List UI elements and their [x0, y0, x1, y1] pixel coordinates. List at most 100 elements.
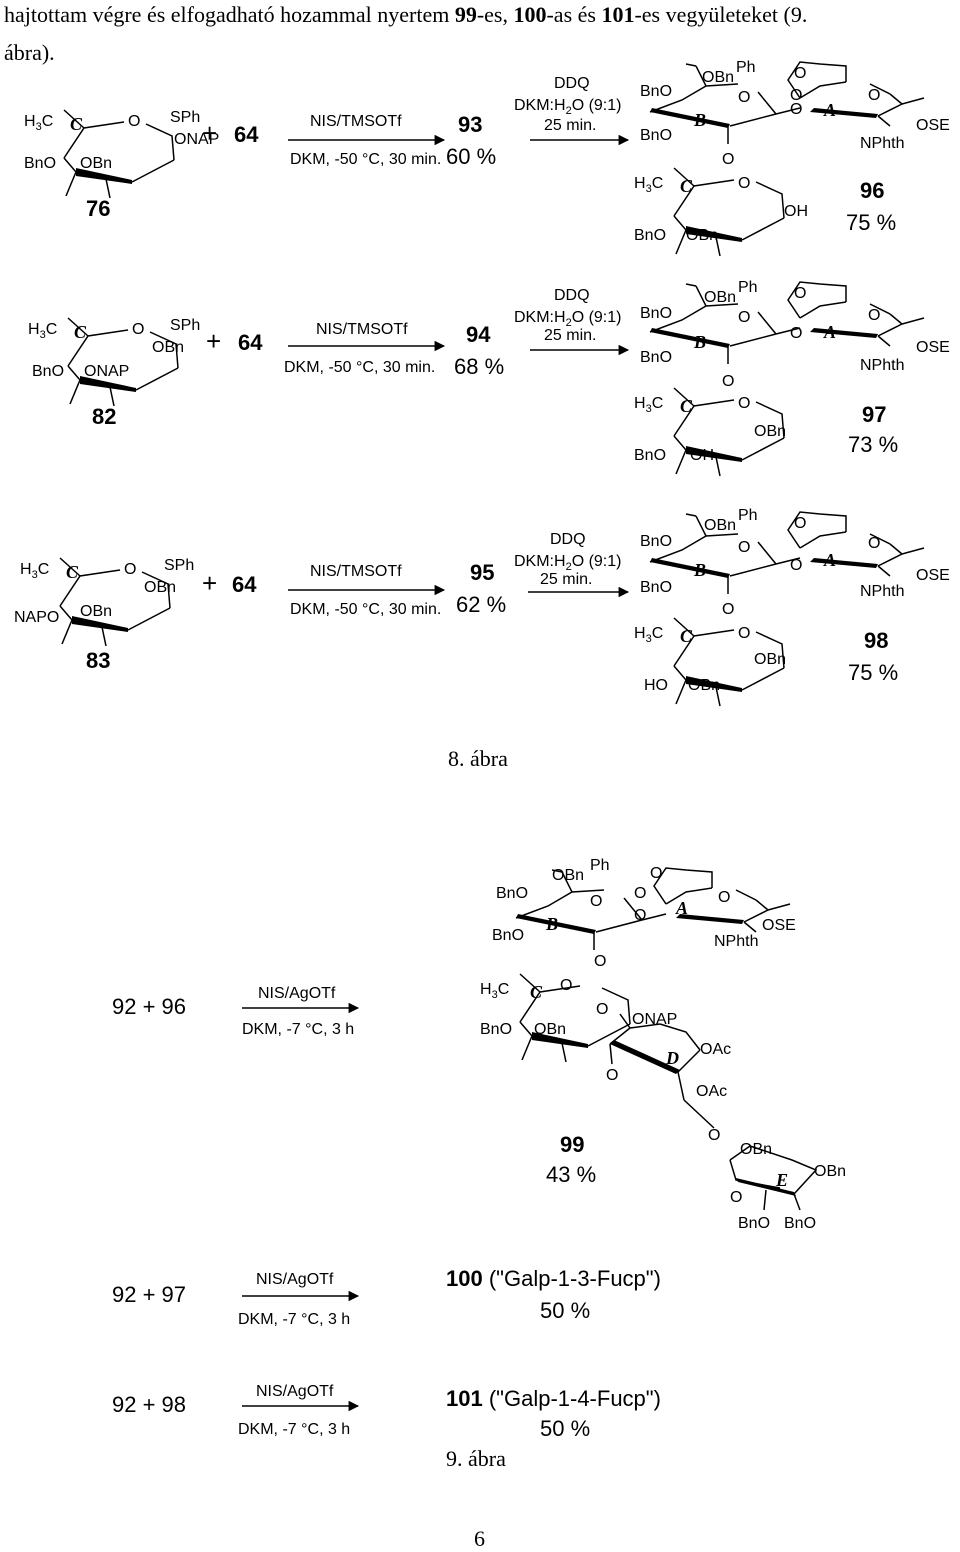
scheme-9: 92 + 96 NIS/AgOTf DKM, -7 °C, 3 h BnO Bn… — [112, 857, 846, 1441]
svg-text:O: O — [594, 953, 606, 970]
scheme-row-2: H3C C O SPh OBn BnO ONAP 82 + 64 NIS/TMS… — [28, 279, 950, 477]
donor-83-structure: H3C C O SPh OBn NAPO OBn — [14, 557, 194, 647]
svg-text:OBn: OBn — [152, 339, 184, 356]
donor-82-structure: H3C C O SPh OBn BnO ONAP — [28, 317, 200, 407]
svg-text:B: B — [545, 914, 558, 934]
reactants-92-98: 92 + 98 — [112, 1392, 186, 1417]
yield-101: 50 % — [540, 1416, 590, 1441]
svg-text:O: O — [868, 535, 880, 552]
svg-text:ONAP: ONAP — [84, 363, 129, 380]
conditions-dkm-7: DKM, -7 °C, 3 h — [238, 1311, 350, 1328]
svg-text:O: O — [794, 515, 806, 532]
svg-text:BnO: BnO — [640, 305, 672, 322]
reagent-nis-tmsotf: NIS/TMSOTf — [316, 321, 408, 338]
svg-text:O: O — [794, 65, 806, 82]
svg-text:Ph: Ph — [736, 59, 756, 76]
svg-text:BnO: BnO — [738, 1215, 770, 1232]
scheme-row-3: H3C C O SPh OBn NAPO OBn 83 + 64 NIS/TMS… — [14, 507, 950, 707]
svg-text:O: O — [634, 907, 646, 924]
svg-text:BnO: BnO — [640, 349, 672, 366]
svg-text:OAc: OAc — [700, 1041, 731, 1058]
svg-text:OAc: OAc — [696, 1083, 727, 1100]
header-line-1: hajtottam végre és elfogadható hozammal … — [4, 2, 807, 27]
svg-text:Ph: Ph — [738, 279, 758, 296]
yield-97: 73 % — [848, 432, 898, 457]
svg-text:C: C — [74, 322, 87, 342]
svg-text:O: O — [722, 373, 734, 390]
svg-text:O: O — [868, 307, 880, 324]
figure-9-caption: 9. ábra — [446, 1446, 506, 1471]
svg-text:OBn: OBn — [688, 677, 720, 694]
svg-text:C: C — [66, 562, 79, 582]
product-99-ba-unit: BnO BnO OBn Ph B O O O O A O OSE NPhth O — [492, 857, 796, 970]
plus-sign: + — [202, 118, 217, 148]
svg-text:O: O — [722, 601, 734, 618]
svg-text:BnO: BnO — [634, 447, 666, 464]
svg-text:O: O — [708, 1127, 720, 1144]
svg-text:O: O — [738, 625, 750, 642]
svg-text:O: O — [124, 561, 136, 578]
header-line-2: ábra). — [4, 40, 55, 65]
svg-text:BnO: BnO — [496, 885, 528, 902]
svg-text:ONAP: ONAP — [632, 1011, 677, 1028]
svg-text:D: D — [665, 1048, 679, 1068]
svg-text:A: A — [675, 898, 688, 918]
compound-64: 64 — [238, 330, 263, 355]
conditions-dkm-h2o: DKM:H2O (9:1) — [514, 309, 621, 329]
svg-text:O: O — [738, 89, 750, 106]
svg-text:E: E — [775, 1170, 788, 1190]
product-100-label: 100 ("Galp-1-3-Fucp") — [446, 1266, 661, 1291]
product-97-structure: BnO BnO OBn Ph B O O O A O OSE NPhth O — [640, 279, 950, 390]
svg-text:O: O — [790, 87, 802, 104]
compound-98: 98 — [864, 628, 888, 653]
svg-text:BnO: BnO — [640, 579, 672, 596]
page-number: 6 — [474, 1526, 485, 1551]
svg-text:NPhth: NPhth — [860, 357, 904, 374]
svg-text:O: O — [738, 175, 750, 192]
svg-text:NPhth: NPhth — [860, 583, 904, 600]
svg-text:C: C — [680, 176, 693, 196]
reagent-nis-tmsotf: NIS/TMSOTf — [310, 563, 402, 580]
svg-text:HO: HO — [644, 677, 668, 694]
reagent-ddq: DDQ — [554, 287, 590, 304]
svg-text:OBn: OBn — [702, 69, 734, 86]
svg-text:BnO: BnO — [640, 83, 672, 100]
svg-text:OBn: OBn — [740, 1141, 772, 1158]
conditions-dkm-7: DKM, -7 °C, 3 h — [238, 1421, 350, 1438]
yield-96: 75 % — [846, 210, 896, 235]
svg-text:C: C — [70, 114, 83, 134]
svg-text:OBn: OBn — [80, 603, 112, 620]
product-99-ring-d: ONAP D OAc OAc O O — [606, 1011, 731, 1144]
product-99-fucose: H3C C O BnO OBn O — [480, 973, 631, 1063]
svg-text:NAPO: NAPO — [14, 609, 59, 626]
svg-text:O: O — [790, 101, 802, 118]
svg-text:OH: OH — [784, 203, 808, 220]
svg-text:C: C — [530, 982, 543, 1002]
conditions-dkm-50: DKM, -50 °C, 30 min. — [284, 359, 435, 376]
svg-text:OBn: OBn — [754, 423, 786, 440]
svg-text:B: B — [693, 110, 706, 130]
reactants-92-96: 92 + 96 — [112, 994, 186, 1019]
svg-text:Ph: Ph — [590, 857, 610, 874]
figure-8-caption: 8. ábra — [448, 746, 508, 771]
svg-text:OBn: OBn — [552, 867, 584, 884]
svg-text:OH: OH — [690, 447, 714, 464]
svg-text:O: O — [722, 151, 734, 168]
svg-text:OSE: OSE — [916, 339, 950, 356]
compound-99: 99 — [560, 1132, 584, 1157]
svg-text:A: A — [823, 322, 836, 342]
svg-text:O: O — [738, 395, 750, 412]
svg-text:OBn: OBn — [144, 579, 176, 596]
compound-96: 96 — [860, 178, 884, 203]
yield-100: 50 % — [540, 1298, 590, 1323]
svg-text:OBn: OBn — [704, 289, 736, 306]
product-98-fucose: H3C C O OBn HO OBn — [634, 617, 786, 707]
svg-text:H3C: H3C — [28, 321, 57, 341]
svg-text:OBn: OBn — [80, 155, 112, 172]
svg-text:O: O — [794, 285, 806, 302]
svg-text:O: O — [650, 865, 662, 882]
svg-text:O: O — [634, 885, 646, 902]
svg-text:NPhth: NPhth — [860, 135, 904, 152]
yield-94: 68 % — [454, 354, 504, 379]
